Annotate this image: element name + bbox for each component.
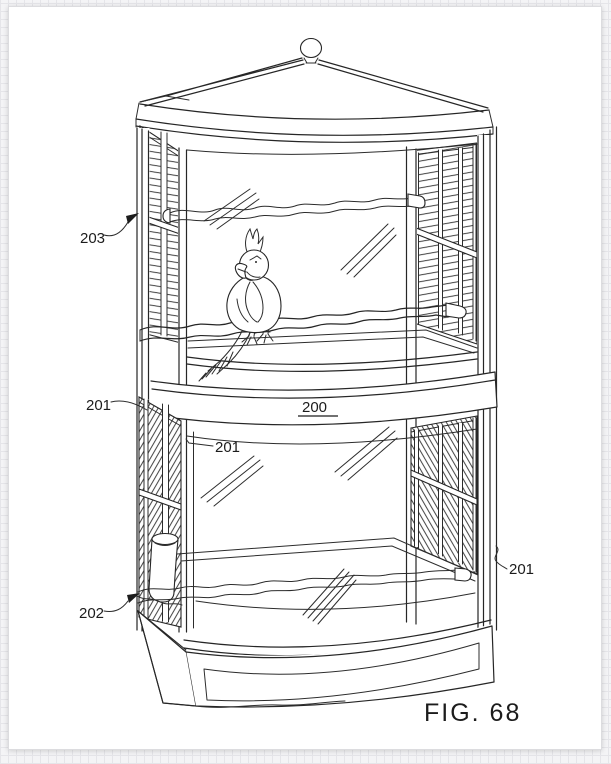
label-200: 200 bbox=[302, 399, 327, 416]
bird-perch bbox=[139, 302, 467, 342]
label-201-right: 201 bbox=[509, 561, 534, 578]
figure-caption: FIG. 68 bbox=[424, 699, 521, 727]
upper-interior bbox=[139, 143, 478, 382]
lower-perch bbox=[136, 567, 472, 606]
upper-perch bbox=[162, 193, 426, 224]
lower-interior bbox=[136, 426, 479, 625]
arrowhead-202 bbox=[127, 593, 140, 603]
glass-reflections-upper bbox=[203, 188, 397, 278]
middle-band bbox=[149, 371, 498, 426]
label-201-front: 201 bbox=[215, 439, 240, 456]
label-202: 202 bbox=[79, 605, 104, 622]
label-201-left: 201 bbox=[86, 397, 111, 414]
callouts: 203 201 201 200 201 202 FIG. 68 bbox=[79, 213, 534, 727]
bird bbox=[198, 227, 282, 382]
lower-left-hatched-panel bbox=[138, 396, 182, 628]
upper-right-grille-panel bbox=[410, 142, 478, 345]
document-page bbox=[8, 6, 602, 750]
roof bbox=[135, 37, 494, 143]
base-pedestal bbox=[137, 609, 495, 708]
arrowhead-203 bbox=[126, 213, 139, 224]
label-203: 203 bbox=[80, 230, 105, 247]
glass-reflections-lower bbox=[200, 426, 398, 625]
feeder-cup bbox=[148, 532, 179, 603]
lower-right-hatched-panel bbox=[410, 415, 478, 575]
